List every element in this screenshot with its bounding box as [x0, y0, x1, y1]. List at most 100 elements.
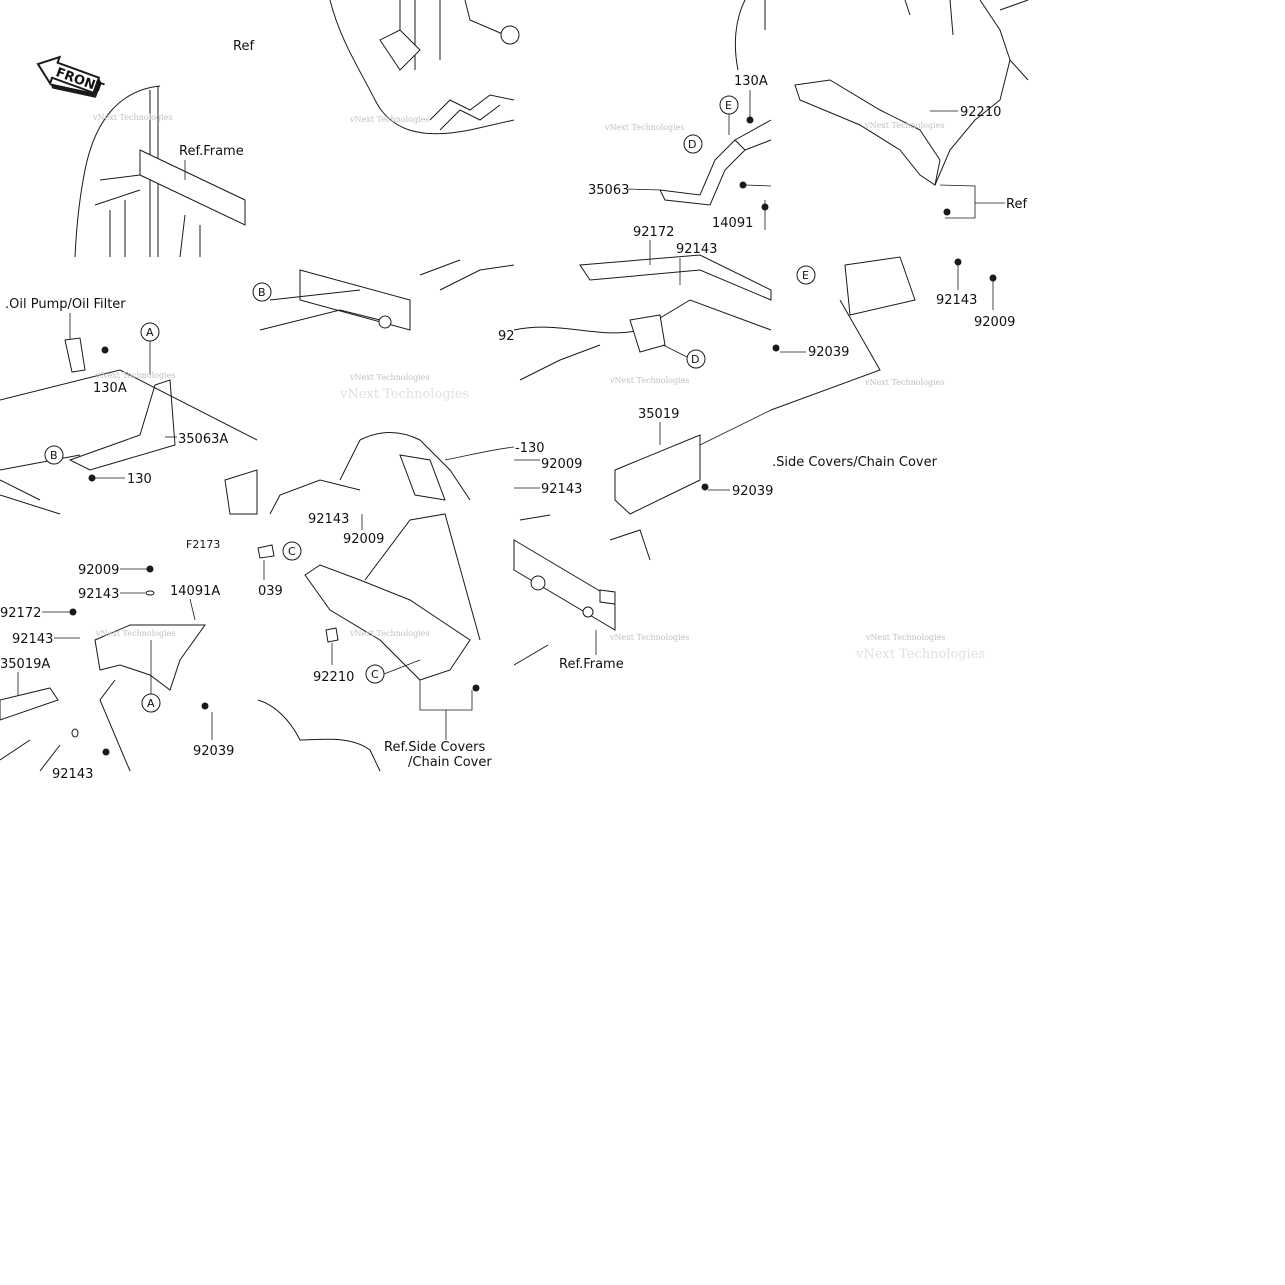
bolt-icon: [701, 483, 709, 491]
screw-icon: [146, 565, 154, 573]
label-92210-2: 92210: [313, 670, 354, 685]
callout-c-2-text: C: [371, 668, 379, 681]
label-92009-4: 92009: [78, 563, 119, 578]
tile-frame-bottom: Ref.Frame vNext Technologies: [513, 514, 689, 672]
label-92-partial: 92: [498, 329, 515, 344]
label-130-2: -130: [515, 441, 545, 456]
watermark-11: vNext Technologies: [609, 633, 689, 642]
label-side-covers-2b: /Chain Cover: [408, 755, 492, 770]
label-92143-1: 92143: [676, 242, 717, 257]
watermark-7: vNext Technologies: [609, 376, 689, 385]
callout-d-2-text: D: [691, 353, 699, 366]
washer-icon: [145, 590, 155, 596]
tile-empty-right: vNext Technologies vNext Technologies: [855, 633, 985, 662]
callout-c-1-text: C: [288, 545, 296, 558]
label-92172-1: 92172: [633, 225, 674, 240]
screw-icon: [943, 208, 951, 216]
tile-frame-center: B -130 vNext Technologies vNext Technolo…: [252, 259, 545, 515]
callout-b-2-text: B: [258, 286, 266, 299]
watermark-9: vNext Technologies: [95, 629, 175, 638]
callout-d-1: [683, 134, 703, 154]
label-92143-3: 92143: [541, 482, 582, 497]
label-92009-1: 92009: [974, 315, 1015, 330]
screw-icon: [472, 684, 480, 692]
watermark-12b: vNext Technologies: [855, 647, 985, 662]
label-92039-2: 92039: [732, 484, 773, 499]
watermark-8: vNext Technologies: [864, 378, 944, 387]
label-130A-1: 130A: [734, 74, 768, 89]
label-35063: 35063: [588, 183, 629, 198]
label-92009-3: 92009: [343, 532, 384, 547]
label-ref-right: Ref: [1006, 197, 1027, 212]
callout-b-2: [252, 282, 272, 302]
label-92143-4: 92143: [308, 512, 349, 527]
callout-d-2: [686, 349, 706, 369]
screw-icon: [772, 344, 780, 352]
bolt-icon: [746, 116, 754, 124]
watermark-10: vNext Technologies: [349, 629, 429, 638]
label-92143-6: 92143: [12, 632, 53, 647]
callout-e-2-text: E: [802, 269, 809, 282]
tile-cover-c: 92143 92009 C 039 92210 C Ref.Side Cover…: [257, 512, 492, 772]
watermark-3: vNext Technologies: [604, 123, 684, 132]
label-35019: 35019: [638, 407, 679, 422]
frame-hole: [530, 575, 546, 591]
frame-hole: [582, 606, 594, 618]
tile-bracket-35019: 92172 92143 92 D 35019 92039 92009 92143…: [498, 225, 780, 515]
label-92143-7: 92143: [52, 767, 93, 782]
label-92009-2: 92009: [541, 457, 582, 472]
watermark-6b: vNext Technologies: [339, 387, 469, 402]
watermark-5: vNext Technologies: [95, 371, 175, 380]
tile-top-right: 92210 Ref vNext Technologies: [794, 0, 1029, 219]
watermark-6: vNext Technologies: [349, 373, 429, 382]
tile-front-frame: FRONT Ref Ref.Frame vNext Technologies: [36, 39, 254, 258]
callout-c-1: [282, 541, 302, 561]
label-130-1: 130: [127, 472, 152, 487]
bolt-icon: [88, 474, 96, 482]
label-side-covers-1: .Side Covers/Chain Cover: [772, 455, 938, 470]
callout-a-2-text: A: [147, 697, 155, 710]
label-side-covers-2a: Ref.Side Covers: [384, 740, 486, 755]
figure-code: F2173: [186, 538, 220, 551]
label-92210-1: 92210: [960, 105, 1001, 120]
tile-oil-pump: .Oil Pump/Oil Filter 130A A 35063A B 130…: [0, 297, 258, 515]
label-oil-pump: .Oil Pump/Oil Filter: [5, 297, 126, 312]
callout-d-1-text: D: [688, 138, 696, 151]
tile-top-center: vNext Technologies: [329, 0, 520, 135]
label-14091A: 14091A: [170, 584, 220, 599]
nut-icon: [69, 608, 77, 616]
label-92039-3: 92039: [193, 744, 234, 759]
watermark-1: vNext Technologies: [92, 113, 172, 122]
callout-partial-top: [500, 25, 520, 45]
callout-a-1-text: A: [146, 326, 154, 339]
callout-b-1: [44, 445, 64, 465]
tile-side-cover-right: E 92143 92009 92039 .Side Covers/Chain C…: [699, 256, 1015, 470]
label-039: 039: [258, 584, 283, 599]
watermark-2: vNext Technologies: [349, 115, 429, 124]
label-35019A: 35019A: [0, 657, 50, 672]
bolt-icon: [739, 181, 747, 189]
label-14091: 14091: [712, 216, 753, 231]
label-92143-5: 92143: [78, 587, 119, 602]
screw-icon: [102, 748, 110, 756]
front-arrow-icon: FRONT: [36, 55, 106, 98]
callout-e-2: [796, 265, 816, 285]
label-35063A: 35063A: [178, 432, 228, 447]
label-92172-2: 92172: [0, 606, 41, 621]
label-ref-frame-2: Ref.Frame: [559, 657, 624, 672]
tile-bracket-35063: D E 130A 35063 14091 vNext Technologies: [588, 0, 772, 231]
label-ref-frame-1: Ref.Frame: [179, 144, 244, 159]
watermark-12: vNext Technologies: [865, 633, 945, 642]
frame-hole: [378, 315, 392, 329]
watermark-4: vNext Technologies: [864, 121, 944, 130]
callout-e-1-text: E: [725, 99, 732, 112]
screw-icon: [989, 274, 997, 282]
label-92039-1: 92039: [808, 345, 849, 360]
bolt-icon: [101, 346, 109, 354]
callout-b-1-text: B: [50, 449, 58, 462]
label-130A-2: 130A: [93, 381, 127, 396]
bolt-icon: [201, 702, 209, 710]
washer-icon: [954, 258, 962, 266]
tile-cover-14091A: F2173 92009 92143 14091A 92172 92143 350…: [0, 538, 234, 782]
bolt-icon: [761, 203, 769, 211]
